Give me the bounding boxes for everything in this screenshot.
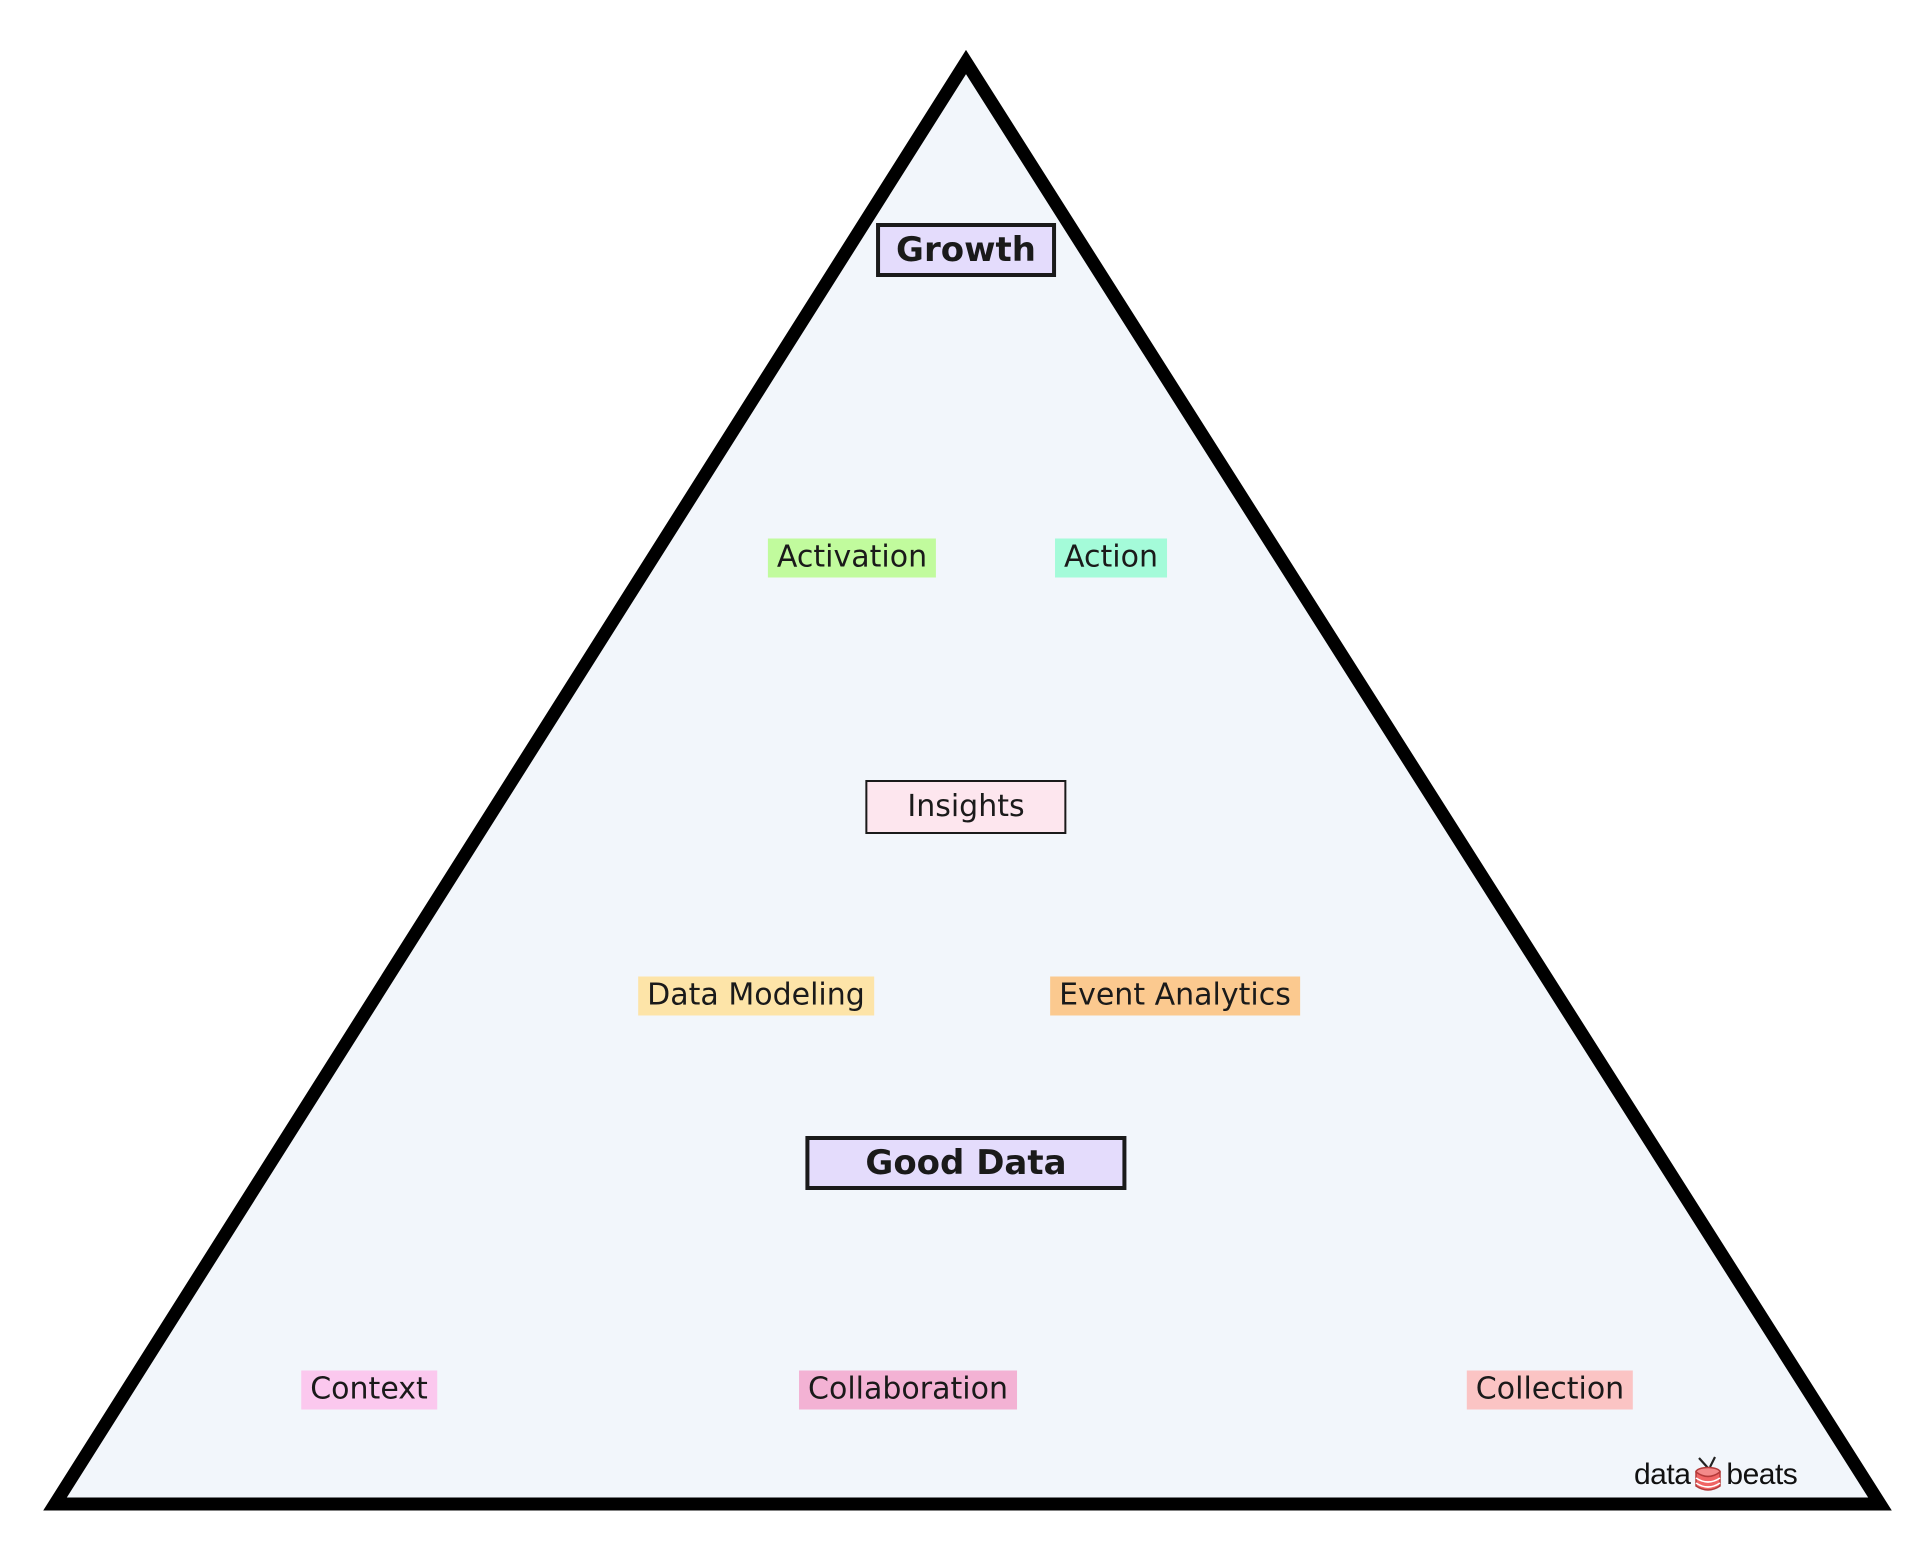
drum-icon	[1695, 1456, 1722, 1491]
node-growth: Growth	[876, 223, 1056, 277]
node-insights: Insights	[865, 780, 1067, 834]
node-action: Action	[1055, 538, 1167, 578]
node-collaboration: Collaboration	[799, 1370, 1017, 1410]
node-collection: Collection	[1466, 1370, 1634, 1410]
brand-logo: data beats	[1634, 1454, 1798, 1496]
node-data-modeling: Data Modeling	[638, 976, 874, 1016]
node-activation: Activation	[767, 538, 937, 578]
brand-text-left: data	[1634, 1458, 1691, 1491]
node-event-analytics: Event Analytics	[1050, 976, 1300, 1016]
node-context: Context	[301, 1370, 437, 1410]
node-good-data: Good Data	[805, 1136, 1127, 1190]
brand-text-right: beats	[1726, 1458, 1798, 1491]
